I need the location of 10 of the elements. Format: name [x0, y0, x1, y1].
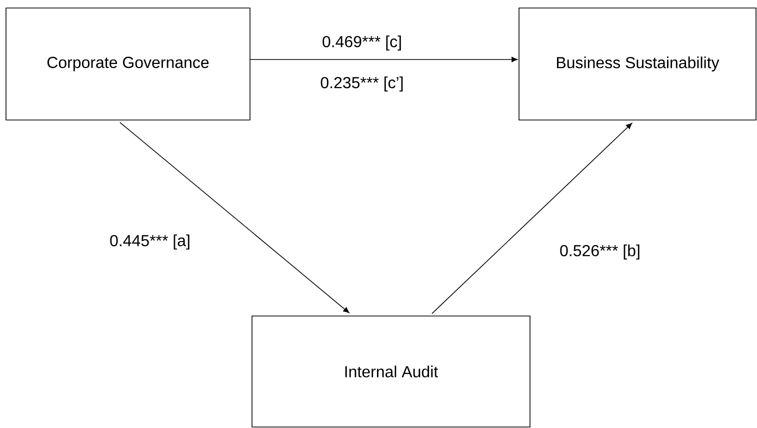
arrow: [432, 123, 632, 314]
concept-box: Business Sustainability: [518, 8, 756, 120]
arrow: [120, 122, 350, 314]
concept-box: Internal Audit: [252, 316, 530, 428]
edge-label: 0.469*** [c]: [320, 34, 404, 52]
edge-label: 0.445*** [a]: [108, 234, 192, 250]
edge-label: 0.526*** [b]: [558, 244, 642, 260]
coefficient-label: 0.235*** [c’]: [319, 76, 405, 92]
arrow: [250, 56, 518, 62]
concept-box: Corporate Governance: [6, 8, 250, 120]
